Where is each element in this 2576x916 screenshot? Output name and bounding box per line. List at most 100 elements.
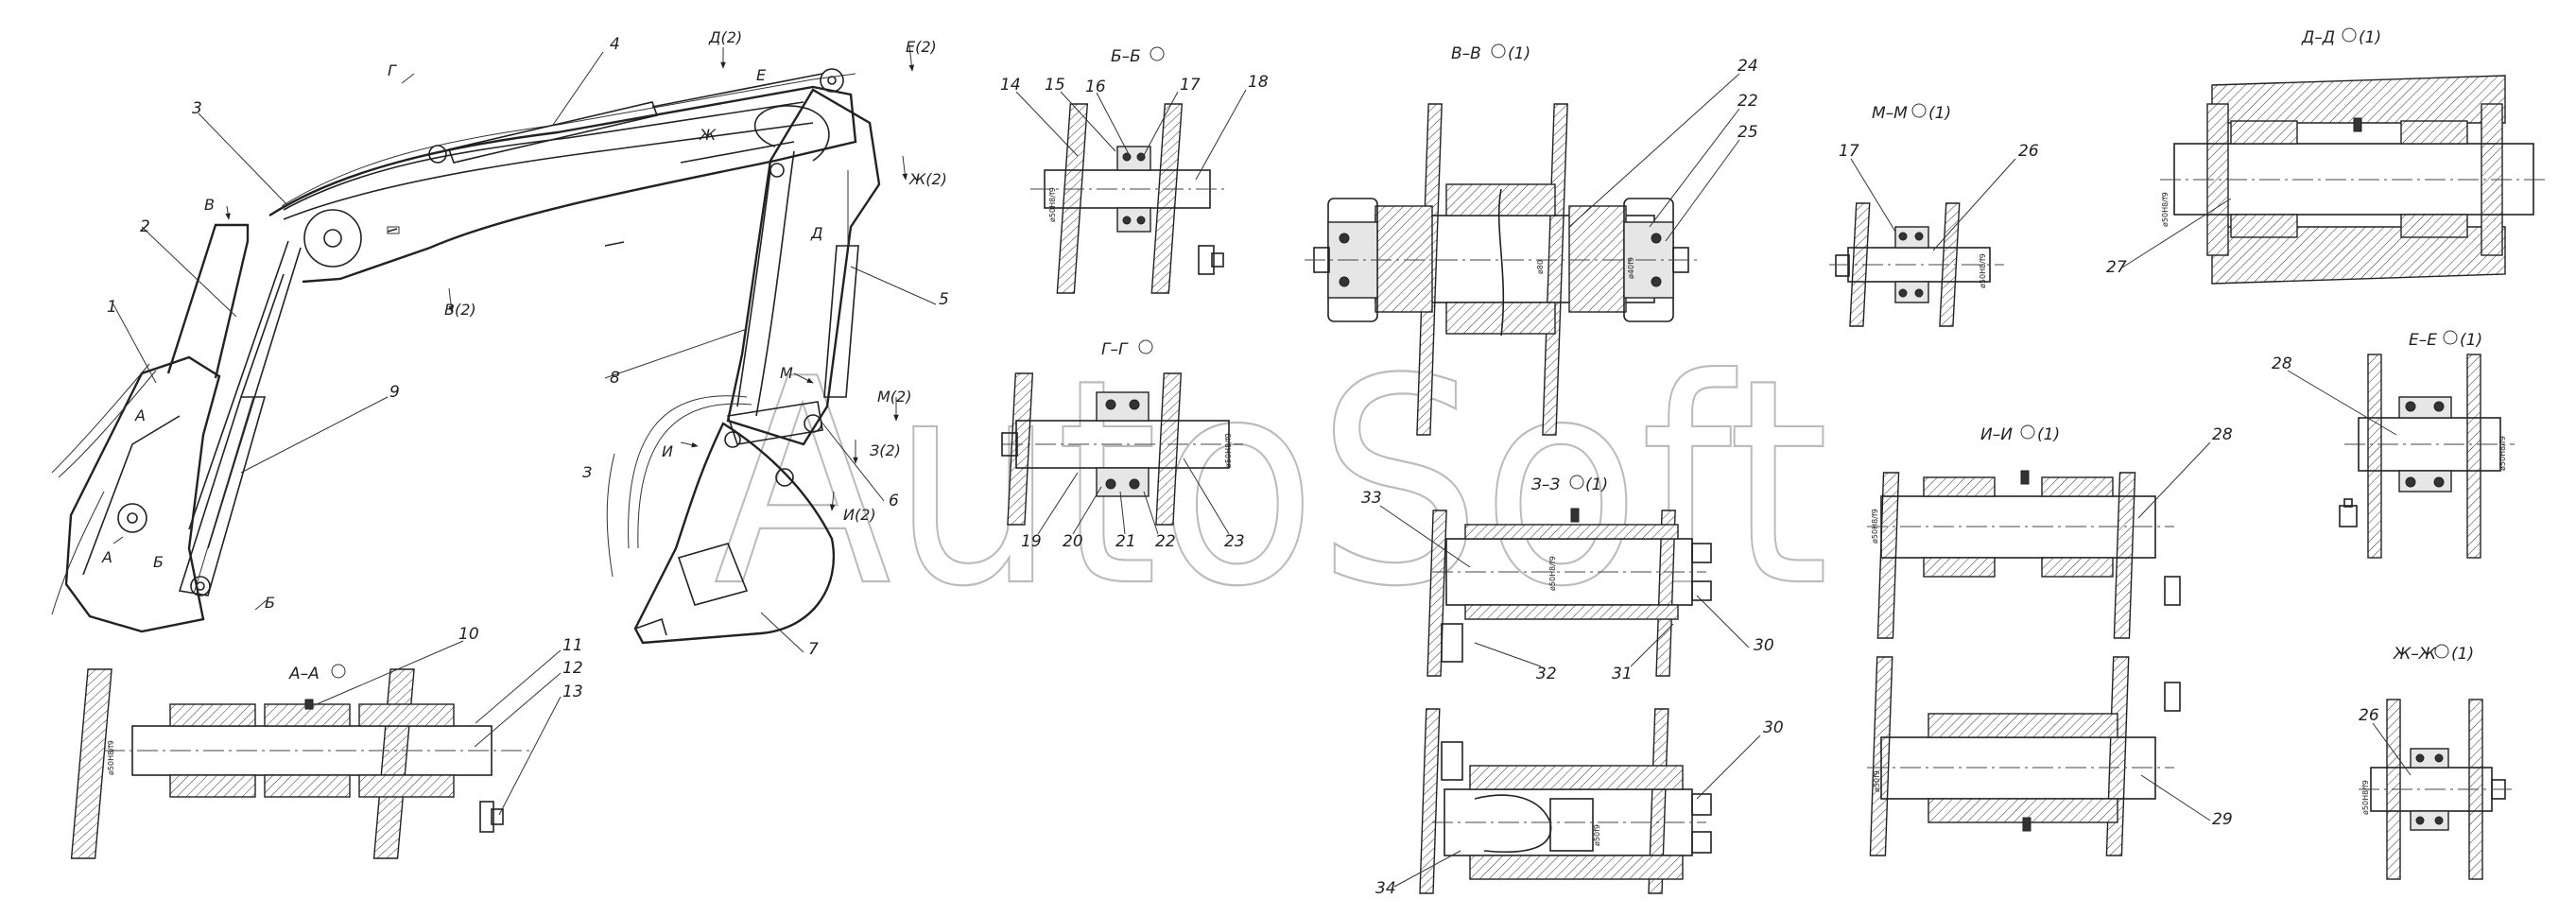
view-vv-suffix: (1) (1508, 44, 1530, 63)
view-zz2-dim: ø50f9 (1593, 824, 1601, 846)
callout-21: 21 (1115, 532, 1136, 551)
view-section-m-m: М–М (1) ø50H8/f9 17 26 (1829, 103, 2039, 327)
callout-31: 31 (1612, 665, 1633, 683)
view-section-g-g: Г–Г ø50H8/f9 19 20 21 22 23 (1001, 339, 1245, 551)
callout-33: 33 (1361, 489, 1382, 508)
mark-D2: Д(2) (708, 28, 742, 46)
view-section-i-i-variant: ø50f9 29 (1867, 656, 2233, 856)
view-vv-dim2: ø40f9 (1627, 257, 1635, 279)
view-aa-dim: ø50H8/f9 (107, 740, 115, 775)
view-aa-title: А–А (288, 665, 320, 683)
callout-10: 10 (458, 625, 479, 644)
callout-24: 24 (1738, 57, 1758, 76)
view-section-i-i: И–И (1) ø50H8/f9 28 (1867, 424, 2233, 639)
view-ii2-dim: ø50f9 (1873, 770, 1881, 792)
view-section-d-d: Д–Д (1) ø50H8/f9 27 (2106, 27, 2548, 285)
mark-A1: А (101, 548, 112, 566)
callout-22b: 22 (1738, 92, 1758, 111)
section-arrows (112, 44, 915, 611)
callout-4: 4 (610, 35, 620, 54)
view-gg-dim: ø50H8/f9 (1224, 433, 1233, 468)
view-zz-dim: ø50H8/f9 (1548, 556, 1557, 591)
view-bb-title: Б–Б (1111, 47, 1141, 66)
callout-13: 13 (562, 683, 583, 701)
callout-26b: 26 (2359, 706, 2379, 725)
view-mm-suffix: (1) (1928, 104, 1951, 123)
callout-30b: 30 (1763, 718, 1784, 737)
mark-Z: З (582, 463, 592, 481)
callout-8: 8 (610, 369, 620, 388)
callout-29a: 28 (2212, 425, 2233, 444)
view-dd-title: Д–Д (2301, 28, 2335, 47)
view-ii-suffix: (1) (2037, 425, 2060, 444)
mark-E2: Е(2) (906, 38, 937, 56)
callout-18: 18 (1248, 73, 1269, 92)
view-bb-dim: ø50H8/f9 (1048, 187, 1057, 222)
mark-A2: А (134, 406, 146, 424)
view-ee-dim: ø50H8/f9 (2498, 436, 2507, 471)
callout-34: 34 (1375, 879, 1396, 898)
view-ii-dim: ø50H8/f9 (1871, 509, 1879, 544)
view-dd-suffix: (1) (2359, 28, 2381, 47)
mark-I: И (662, 442, 673, 460)
watermark: AutoSoft (714, 319, 1829, 648)
callout-17b: 17 (1839, 142, 1859, 161)
callout-16: 16 (1085, 78, 1106, 96)
callout-19: 19 (1021, 532, 1042, 551)
view-vv-dim1: ø80 (1536, 260, 1545, 274)
callout-9: 9 (389, 383, 400, 402)
mark-Z2: З(2) (870, 441, 901, 459)
view-section-e-e: Е–Е (1) ø50H8/f9 28 (2272, 330, 2515, 559)
callout-30a: 30 (1754, 636, 1774, 655)
callout-27: 27 (2106, 258, 2127, 277)
callout-12: 12 (562, 659, 583, 678)
view-ii-title: И–И (1980, 425, 2013, 444)
mark-D: Д (810, 224, 823, 242)
callout-29b: 29 (2212, 810, 2233, 829)
view-zh-title: Ж–Ж (2393, 645, 2437, 664)
view-ee-title: Е–Е (2409, 331, 2437, 350)
view-section-z-z-variant: ø50f9 30 34 (1375, 708, 1784, 898)
mark-I2: И(2) (843, 506, 876, 524)
callout-2: 2 (140, 217, 150, 236)
view-zh-dim: ø50H8/f9 (2361, 780, 2370, 815)
view-section-zh-zh: Ж–Ж (1) ø50H8/f9 26 (2359, 644, 2515, 880)
view-dd-dim: ø50H8/f9 (2161, 192, 2170, 227)
view-section-a-a: А–А ø50H8/f9 10 11 12 13 (70, 625, 583, 859)
callout-5: 5 (939, 290, 949, 309)
view-zh-suffix: (1) (2451, 645, 2474, 664)
callout-1: 1 (107, 298, 117, 317)
callout-3: 3 (192, 99, 202, 118)
view-mm-title: М–М (1872, 104, 1908, 123)
callout-25: 25 (1738, 123, 1758, 142)
callout-23: 23 (1224, 532, 1245, 551)
callout-6: 6 (889, 492, 899, 510)
callout-22a: 22 (1155, 532, 1176, 551)
mark-B1: Б (153, 553, 164, 571)
callout-7: 7 (808, 640, 819, 659)
view-vv-title: В–В (1451, 44, 1481, 63)
callout-28: 28 (2272, 354, 2292, 373)
view-ee-suffix: (1) (2460, 331, 2482, 350)
view-section-v-v: В–В (1) ø80 ø40f9 24 22 25 (1305, 43, 1758, 436)
mark-V2: В(2) (444, 301, 476, 319)
callout-32: 32 (1536, 665, 1557, 683)
excavator-boom-main-view (51, 68, 881, 645)
mark-Zh2: Ж(2) (908, 170, 947, 188)
view-zz-title: З–З (1531, 475, 1560, 494)
callout-17: 17 (1180, 76, 1201, 95)
callout-11: 11 (562, 636, 583, 655)
mark-E: Е (756, 66, 767, 84)
main-callouts: 1 2 3 4 5 6 7 8 9 (107, 35, 949, 659)
view-section-z-z: З–З (1) ø50H8/f9 33 30 31 32 (1361, 475, 1774, 683)
view-zz-suffix: (1) (1585, 475, 1608, 494)
view-gg-title: Г–Г (1101, 340, 1129, 359)
callout-14: 14 (1000, 76, 1021, 95)
mark-G: Г (388, 61, 397, 79)
mark-Zh: Ж (699, 126, 717, 144)
callout-26a: 26 (2018, 142, 2039, 161)
callout-15: 15 (1045, 76, 1065, 95)
callout-20: 20 (1063, 532, 1083, 551)
view-section-b-b: Б–Б ø50H8/f9 14 15 16 17 18 (1000, 46, 1269, 294)
